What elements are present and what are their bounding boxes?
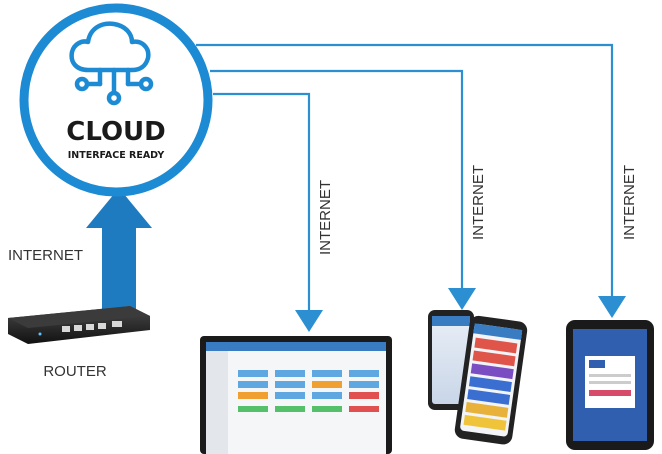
router-icon: [8, 306, 150, 344]
cloud-network-icon: [69, 21, 154, 106]
arrow-heads: [295, 288, 626, 332]
router-link-label: INTERNET: [8, 247, 83, 264]
router-label: ROUTER: [43, 363, 107, 380]
connection-lines: [196, 43, 614, 312]
arrow-head-tablet: [598, 296, 626, 318]
arrow-head-laptop: [295, 310, 323, 332]
laptop-screen-tiles: [238, 370, 379, 412]
cloud-title: CLOUD: [66, 117, 166, 147]
line-to-tablet: [196, 43, 614, 298]
connection-label-smartphones: INTERNET: [470, 165, 487, 240]
arrow-head-smartphones: [448, 288, 476, 310]
line-to-laptop: [213, 92, 311, 312]
connection-label-laptop: INTERNET: [317, 180, 334, 255]
router-up-arrow: [86, 188, 152, 312]
smartphones-icon: [428, 310, 528, 445]
laptop-icon: [200, 336, 392, 454]
cloud-subtitle: INTERFACE READY: [68, 150, 165, 161]
cloud-badge: CLOUD INTERFACE READY: [19, 3, 213, 197]
connection-label-tablet: INTERNET: [621, 165, 638, 240]
tablet-icon: [566, 320, 654, 450]
line-to-smartphones: [210, 69, 464, 290]
